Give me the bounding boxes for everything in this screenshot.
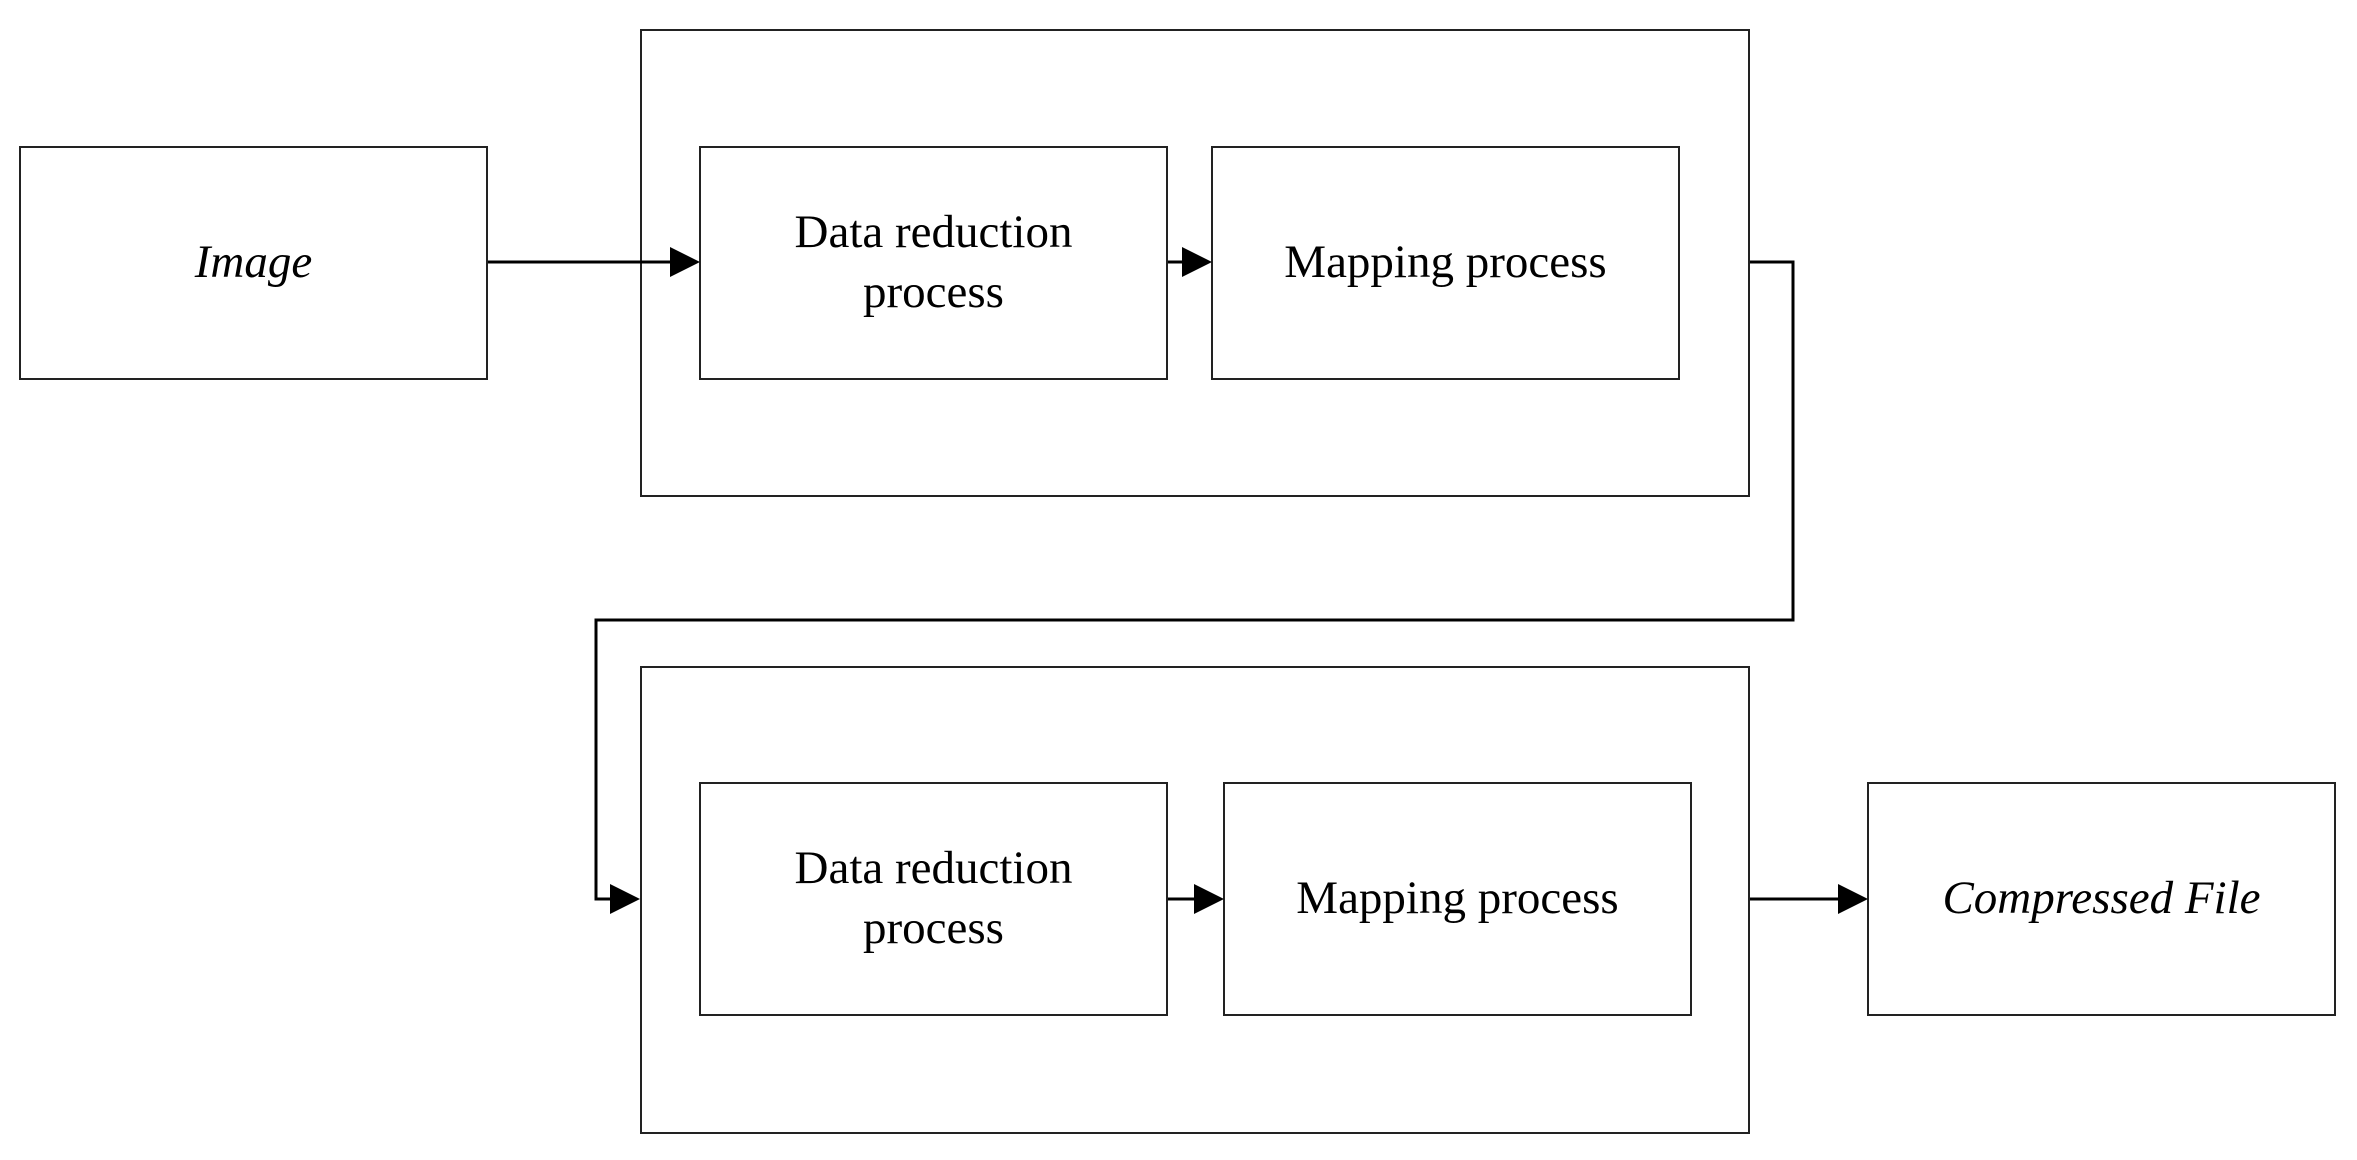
stage-2-data-reduction-box: Data reduction process [699,782,1168,1016]
compressed-file-output-box: Compressed File [1867,782,2336,1016]
stage-1-data-reduction-label: Data reduction process [794,206,1073,318]
compressed-file-output-label: Compressed File [1942,872,2261,925]
stage-1-mapping-box: Mapping process [1211,146,1680,380]
image-input-box: Image [19,146,488,380]
stage-1-mapping-label: Mapping process [1284,236,1607,289]
stage-2-mapping-label: Mapping process [1296,872,1619,925]
stage-2-mapping-box: Mapping process [1223,782,1692,1016]
image-input-label: Image [194,236,313,289]
stage-2-data-reduction-label: Data reduction process [794,842,1073,954]
stage-1-data-reduction-box: Data reduction process [699,146,1168,380]
